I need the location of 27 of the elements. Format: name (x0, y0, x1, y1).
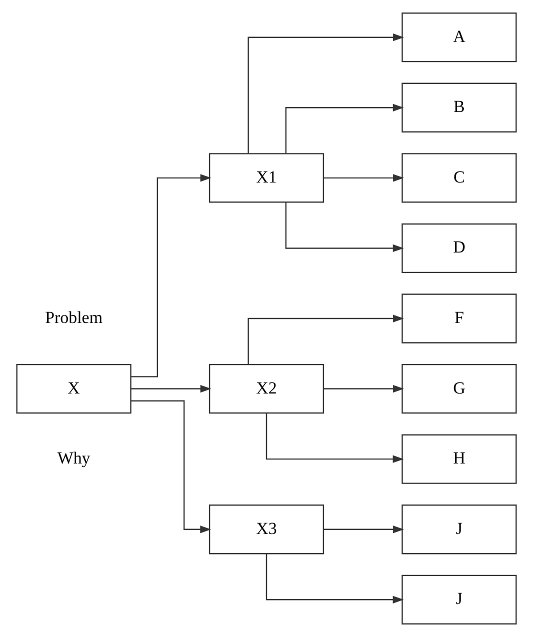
node-box: G (402, 364, 517, 414)
node-box: F (402, 294, 517, 344)
label: Problem (45, 308, 103, 327)
arrow (248, 34, 404, 154)
arrow (324, 174, 404, 182)
node-box: B (402, 82, 517, 132)
arrow (285, 202, 404, 252)
label: Why (57, 448, 90, 468)
arrow (324, 384, 404, 393)
arrow (130, 174, 212, 378)
node-box: X (16, 364, 132, 414)
node-box: X3 (208, 504, 324, 554)
node-box: J (402, 504, 517, 554)
arrow (130, 400, 212, 534)
arrow (131, 384, 212, 393)
node-box: H (402, 434, 517, 484)
arrow (266, 554, 404, 604)
arrow (248, 314, 404, 364)
arrow (266, 413, 404, 463)
node-box: D (402, 223, 517, 274)
node-box: A (402, 12, 517, 62)
node-box: C (402, 153, 517, 203)
arrow (285, 104, 404, 154)
arrow (324, 526, 404, 534)
node-box: X2 (208, 364, 324, 414)
node-box: X1 (208, 153, 324, 203)
node-box: J (402, 574, 517, 624)
